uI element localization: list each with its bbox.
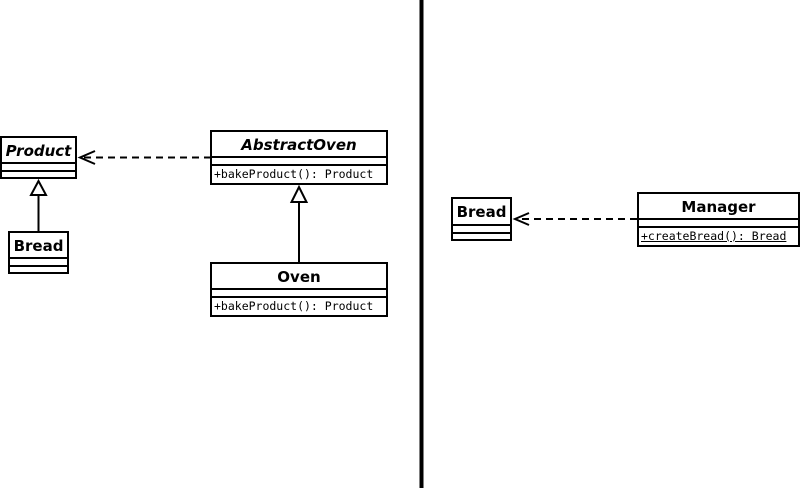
class-bread-right[interactable]: Bread: [451, 197, 512, 241]
attributes-compartment: [10, 259, 67, 267]
class-bread[interactable]: Bread: [8, 231, 69, 274]
class-oven[interactable]: Oven +bakeProduct(): Product: [210, 262, 388, 317]
operations-compartment: [10, 267, 67, 272]
attributes-compartment: [2, 164, 75, 172]
generalization-arrowhead-product: [29, 178, 48, 196]
dependency-arrowhead-bread: [512, 212, 530, 226]
attributes-compartment: [453, 226, 510, 234]
operations-compartment: [2, 172, 75, 177]
operations-compartment: +createBread(): Bread: [639, 228, 798, 245]
dependency-arrowhead-product: [77, 150, 96, 165]
attributes-compartment: [212, 158, 386, 166]
operation-createbread: +createBread(): Bread: [641, 229, 787, 243]
class-name: AbstractOven: [212, 132, 386, 158]
class-manager[interactable]: Manager +createBread(): Bread: [637, 192, 800, 247]
operations-compartment: +bakeProduct(): Product: [212, 298, 386, 315]
class-name: Manager: [639, 194, 798, 220]
operation-bakeproduct: +bakeProduct(): Product: [214, 167, 374, 181]
class-name: Bread: [10, 233, 67, 259]
class-product[interactable]: Product: [0, 136, 77, 179]
attributes-compartment: [639, 220, 798, 228]
class-abstractoven[interactable]: AbstractOven +bakeProduct(): Product: [210, 130, 388, 185]
class-name: Product: [2, 138, 75, 164]
operation-bakeproduct: +bakeProduct(): Product: [214, 299, 374, 313]
attributes-compartment: [212, 290, 386, 298]
operations-compartment: +bakeProduct(): Product: [212, 166, 386, 183]
operations-compartment: [453, 234, 510, 239]
class-name: Bread: [453, 199, 510, 226]
generalization-arrowhead-abstractoven: [289, 184, 309, 203]
class-name: Oven: [212, 264, 386, 290]
